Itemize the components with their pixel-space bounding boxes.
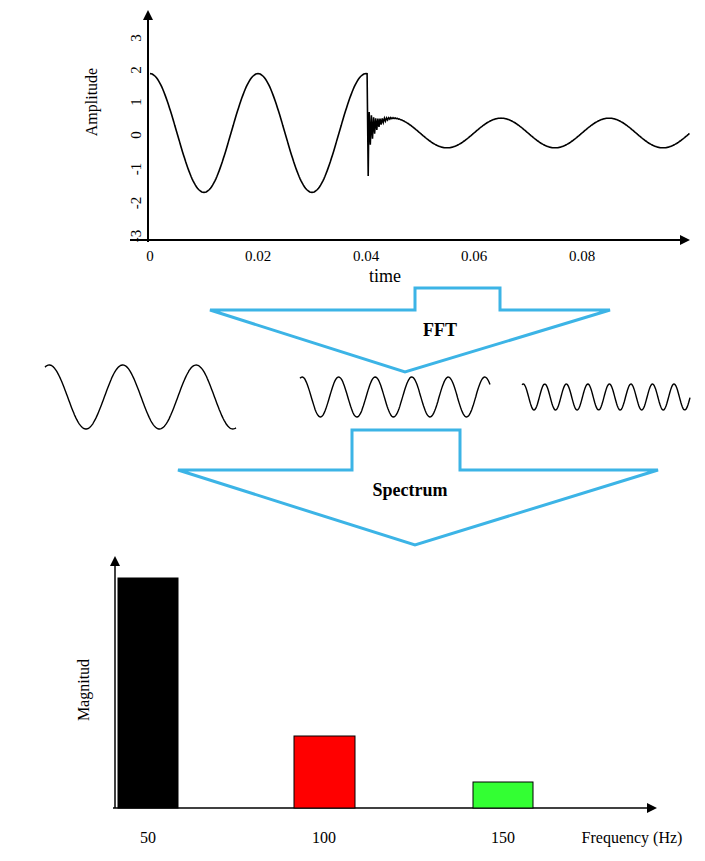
arrow-label: FFT	[423, 321, 457, 339]
tick-label: 150	[491, 830, 515, 846]
tick-label: 0	[129, 131, 144, 139]
tick-label: -2	[129, 197, 144, 210]
axis-title: time	[369, 267, 401, 285]
tick-label: 0.02	[245, 249, 271, 264]
tick-label: 3	[129, 34, 144, 42]
tick-label: 0	[146, 249, 154, 264]
tick-label: 50	[140, 830, 156, 846]
tick-label: 0.08	[569, 249, 595, 264]
axis-title: Amplitude	[84, 68, 100, 136]
tick-label: 2	[129, 66, 144, 74]
axis-title: Magnitud	[76, 659, 92, 721]
fft-arrow: FFT	[210, 288, 610, 372]
axis-title: Frequency (Hz)	[582, 830, 683, 846]
spectrum-arrow: Spectrum	[178, 430, 658, 545]
arrow-outline	[210, 288, 610, 372]
tick-label: 0.06	[461, 249, 487, 264]
tick-label: 100	[312, 830, 336, 846]
tick-label: 1	[129, 98, 144, 106]
tick-label: -1	[129, 163, 144, 176]
tick-label: -3	[129, 230, 144, 243]
arrow-label: Spectrum	[373, 481, 448, 499]
tick-label: 0.04	[353, 249, 379, 264]
